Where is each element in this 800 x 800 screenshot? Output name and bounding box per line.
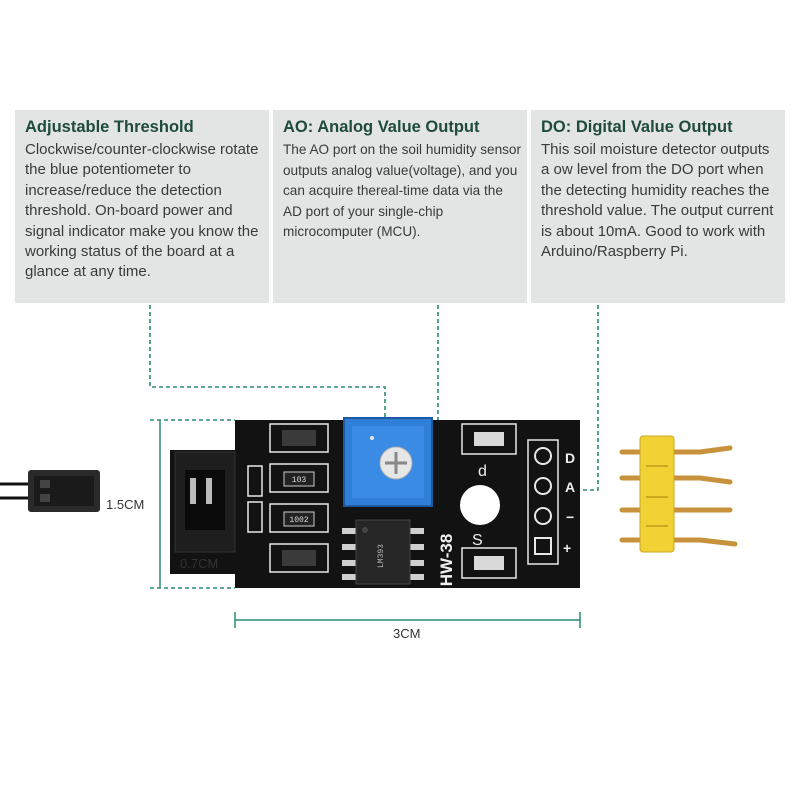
height-dimension-label: 1.5CM — [106, 497, 145, 512]
led-label-top: d — [478, 463, 487, 480]
threshold-leader — [149, 305, 386, 418]
ic-marking: LM393 — [377, 544, 386, 568]
digital-output-text: This soil moisture detector outputs a ow… — [541, 141, 774, 261]
pin-label-minus: − — [566, 509, 574, 525]
threshold-title: Adjustable Threshold — [25, 118, 194, 136]
jst-cable — [0, 470, 100, 512]
resistor-code-2: 1002 — [289, 516, 308, 525]
analog-output-title: AO: Analog Value Output — [283, 118, 480, 136]
pcb-board: 103 1002 d S LM393 HW-38 — [170, 417, 580, 588]
digital-output-panel: DO: Digital Value Output This soil moist… — [531, 110, 785, 303]
width-dimension-line — [234, 612, 581, 628]
pin-label-plus: + — [563, 540, 571, 556]
header-pads — [527, 439, 559, 565]
pin-label-a: A — [565, 479, 575, 495]
potentiometer[interactable] — [343, 417, 433, 507]
mounting-hole — [460, 485, 500, 525]
threshold-text: Clockwise/counter-clockwise rotate the b… — [25, 141, 259, 281]
resistor-code-1: 103 — [292, 476, 307, 485]
power-led — [474, 432, 504, 446]
pin-header — [619, 435, 738, 553]
pin-label-d: D — [565, 450, 575, 466]
threshold-panel: Adjustable Threshold Clockwise/counter-c… — [15, 110, 269, 303]
analog-output-text: The AO port on the soil humidity sensor … — [283, 142, 522, 239]
led-label-bottom: S — [472, 532, 483, 549]
digital-output-title: DO: Digital Value Output — [541, 118, 733, 136]
width-dimension-label: 3CM — [393, 626, 421, 641]
signal-led — [474, 556, 504, 570]
model-label: HW-38 — [437, 534, 456, 587]
comparator-chip: LM393 — [342, 519, 424, 585]
connector-dimension-label: 0.7CM — [180, 556, 219, 571]
analog-output-panel: AO: Analog Value Output The AO port on t… — [273, 110, 527, 303]
